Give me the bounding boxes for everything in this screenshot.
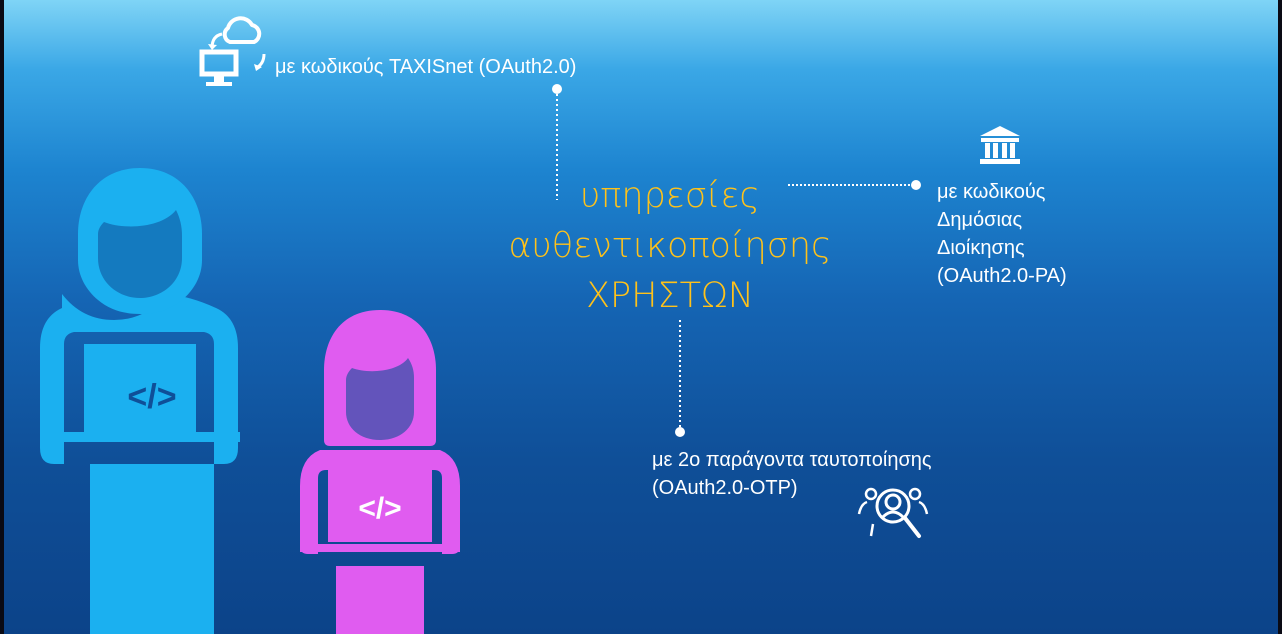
- connector-bottom: [675, 320, 685, 437]
- developer-figure-blue: </>: [40, 168, 240, 634]
- connector-right: [788, 180, 921, 190]
- public-admin-method-line3: Διοίκησης: [937, 237, 1025, 259]
- auth-services-title-line2: αυθεντικοποίησης: [508, 226, 832, 266]
- computer-cloud-sync-icon: [199, 16, 266, 86]
- taxisnet-method-label: με κωδικούς TAXISnet (OAuth2.0): [275, 56, 577, 78]
- public-admin-method-line4: (OAuth2.0-PA): [937, 265, 1067, 287]
- right-border: [1278, 0, 1282, 634]
- connector-top: [552, 84, 562, 200]
- auth-services-title-line1: υπηρεσίες: [580, 176, 760, 216]
- public-admin-method-line1: με κωδικούς: [937, 181, 1046, 203]
- user-search-icon: [857, 487, 929, 538]
- government-building-icon: [980, 126, 1020, 164]
- auth-services-title-line3: ΧΡΗΣΤΩΝ: [586, 276, 754, 316]
- code-symbol-blue: </>: [127, 378, 176, 416]
- public-admin-method-line2: Δημόσιας: [937, 209, 1023, 231]
- code-symbol-magenta: </>: [358, 492, 401, 525]
- developer-figure-magenta: </>: [300, 310, 460, 634]
- left-border: [0, 0, 4, 634]
- otp-method-line1: με 2ο παράγοντα ταυτοποίησης: [652, 449, 932, 471]
- otp-method-line2: (OAuth2.0-OTP): [652, 477, 798, 499]
